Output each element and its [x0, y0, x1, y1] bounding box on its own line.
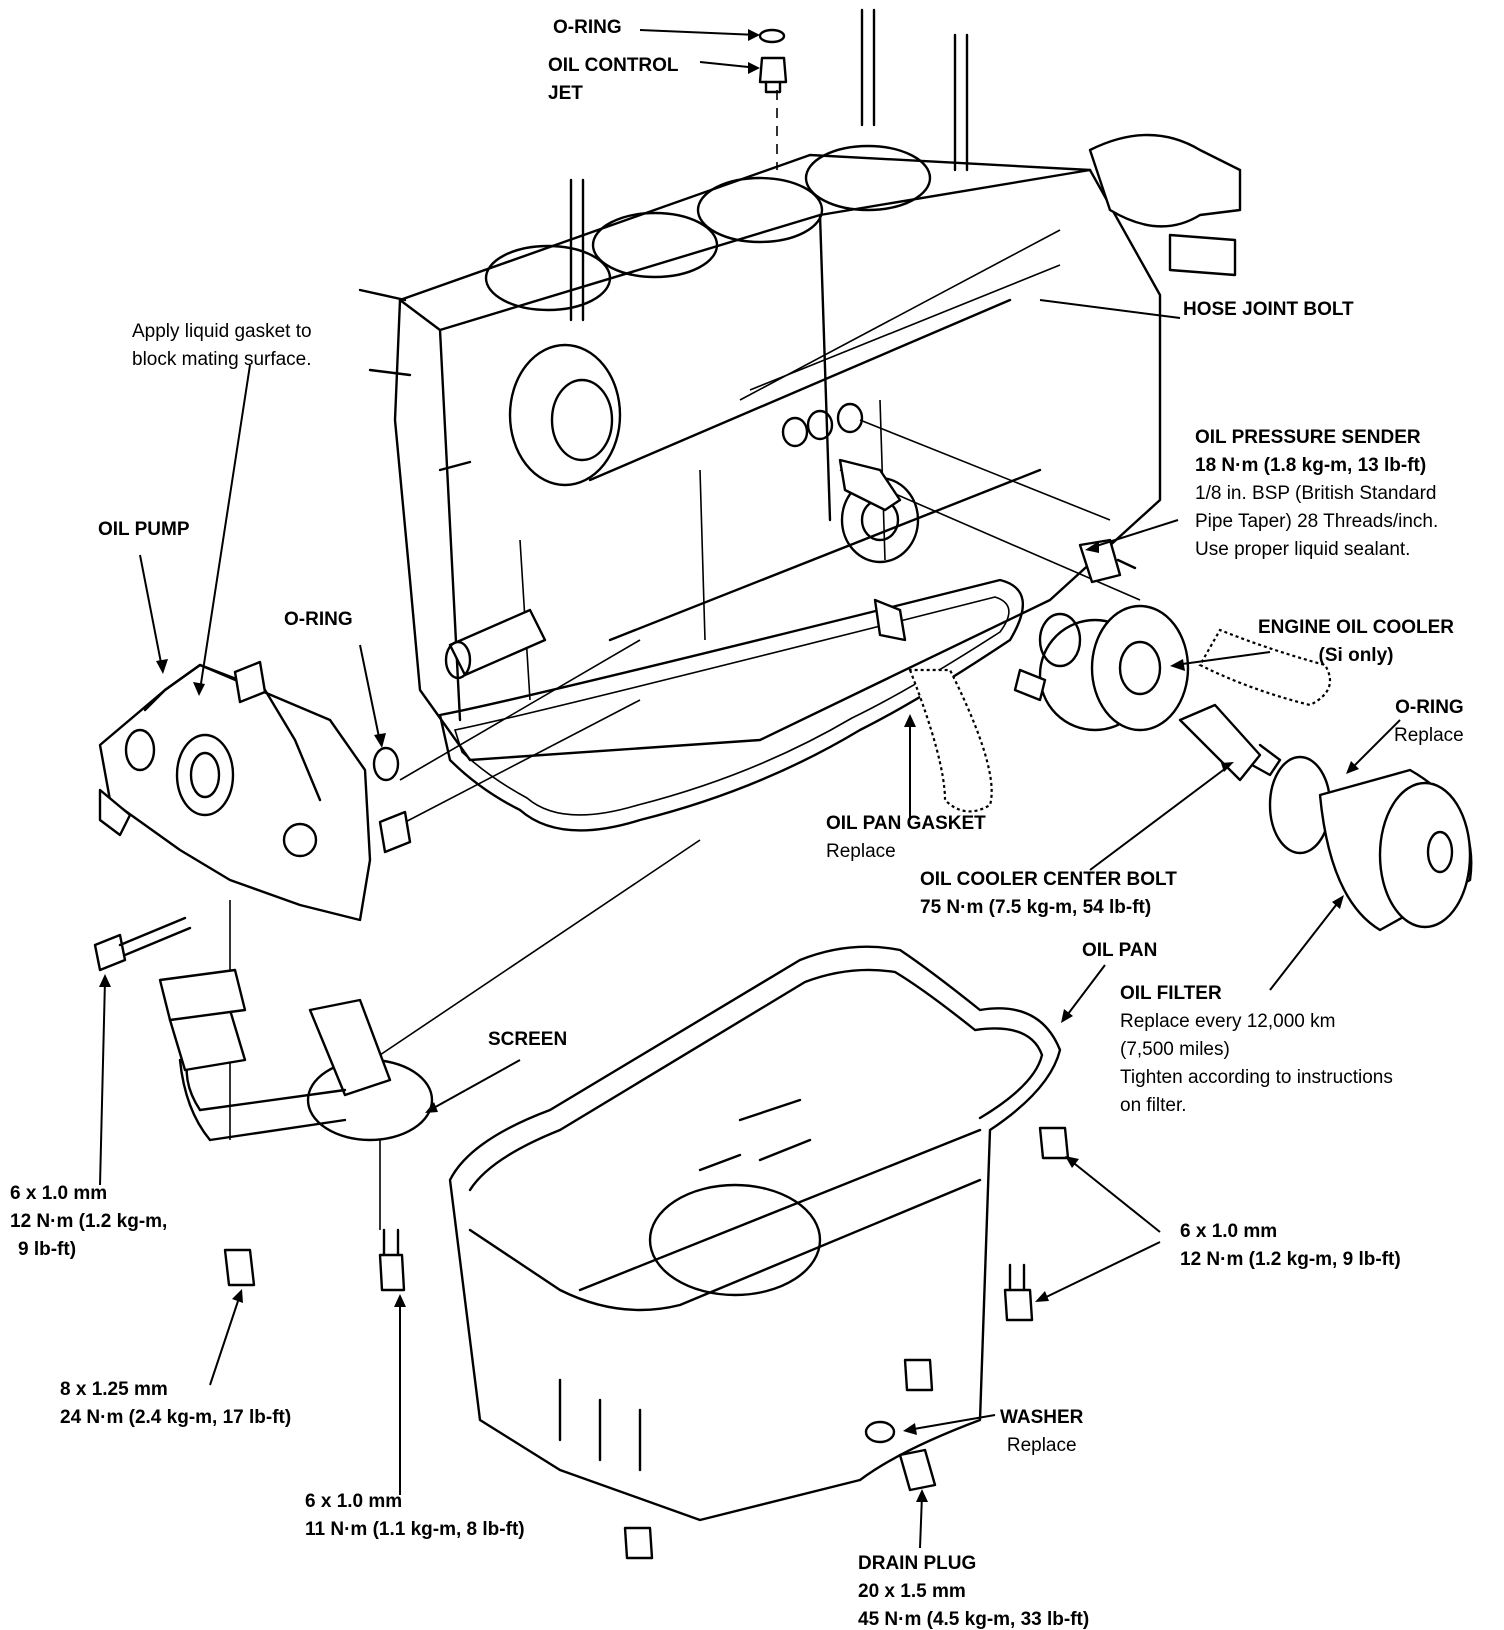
label-oil-filter-title: OIL FILTER: [1120, 983, 1222, 1004]
label-bolt-pan-right: 6 x 1.0 mm 12 N·m (1.2 kg-m, 9 lb-ft): [1180, 1218, 1401, 1274]
label-oil-pan: OIL PAN: [1082, 937, 1157, 965]
label-oil-pan-gasket-note: Replace: [826, 841, 896, 862]
label-oil-pan-title: OIL PAN: [1082, 940, 1158, 961]
label-oil-filter-note3: Tighten according to instructions: [1120, 1067, 1393, 1088]
label-oring-filter-note: Replace: [1394, 725, 1464, 746]
oil-strainer-shape: [158, 968, 434, 1142]
label-drain-plug-size: 20 x 1.5 mm: [858, 1581, 966, 1602]
label-screen-title: SCREEN: [488, 1029, 568, 1050]
dowel-pins: [233, 660, 412, 854]
label-washer-title: WASHER: [1000, 1407, 1084, 1428]
oil-control-jet-shape: [758, 56, 788, 94]
label-bolt-pump-left-size: 6 x 1.0 mm: [10, 1183, 108, 1204]
cooler-center-bolt-shape: [1178, 703, 1282, 782]
label-oil-pan-gasket-title: OIL PAN GASKET: [826, 813, 986, 834]
center-lines: [229, 90, 1141, 1230]
label-liquid-gasket-line1: Apply liquid gasket to: [132, 321, 312, 342]
label-bolt-pump-left-torque1: 12 N·m (1.2 kg-m,: [10, 1211, 168, 1232]
label-bolt-screen-torque: 11 N·m (1.1 kg-m, 8 lb-ft): [305, 1519, 525, 1540]
label-oil-cooler-center-bolt: OIL COOLER CENTER BOLT 75 N·m (7.5 kg-m,…: [920, 866, 1177, 922]
label-bolt-8mm-size: 8 x 1.25 mm: [60, 1379, 168, 1400]
label-oil-filter-notes: Replace every 12,000 km (7,500 miles) Ti…: [1120, 1008, 1393, 1120]
label-oring-filter-title: O-RING: [1395, 697, 1464, 718]
label-oil-pan-gasket: OIL PAN GASKET Replace: [826, 810, 986, 866]
label-bolt-pan-right-torque: 12 N·m (1.2 kg-m, 9 lb-ft): [1180, 1249, 1401, 1270]
label-engine-oil-cooler: ENGINE OIL COOLER (Si only): [1258, 614, 1454, 670]
label-oil-pressure-sender-torque: 18 N·m (1.8 kg-m, 13 lb-ft): [1195, 455, 1427, 476]
label-oil-pressure-sender-note2: Pipe Taper) 28 Threads/inch.: [1195, 511, 1439, 532]
label-bolt-pan-right-size: 6 x 1.0 mm: [1180, 1221, 1278, 1242]
oil-filter-shape: [1268, 755, 1473, 932]
label-oil-filter: OIL FILTER: [1120, 980, 1222, 1008]
label-oring-pump-title: O-RING: [284, 609, 353, 630]
cylinder-block: [358, 8, 1242, 762]
label-bolt-screen: 6 x 1.0 mm 11 N·m (1.1 kg-m, 8 lb-ft): [305, 1488, 525, 1544]
label-screen: SCREEN: [488, 1026, 567, 1054]
label-engine-oil-cooler-title: ENGINE OIL COOLER: [1258, 617, 1455, 638]
label-oil-filter-note1: Replace every 12,000 km: [1120, 1011, 1336, 1032]
label-oil-pump: OIL PUMP: [98, 516, 190, 544]
oil-pump: [98, 663, 372, 922]
label-oring-top-title: O-RING: [553, 17, 622, 38]
label-washer: WASHER Replace: [1000, 1404, 1083, 1460]
label-washer-note: Replace: [1006, 1435, 1077, 1456]
engine-oil-cooler-shape: [1013, 604, 1190, 732]
label-oil-cooler-center-bolt-torque: 75 N·m (7.5 kg-m, 54 lb-ft): [920, 897, 1152, 918]
label-bolt-8mm-torque: 24 N·m (2.4 kg-m, 17 lb-ft): [60, 1407, 292, 1428]
label-drain-plug-title: DRAIN PLUG: [858, 1553, 977, 1574]
label-engine-oil-cooler-note: (Si only): [1318, 645, 1394, 666]
oil-pressure-sender-shape: [1078, 538, 1137, 584]
label-drain-plug: DRAIN PLUG 20 x 1.5 mm 45 N·m (4.5 kg-m,…: [858, 1550, 1089, 1630]
label-oil-filter-note2: (7,500 miles): [1120, 1039, 1230, 1060]
label-oring-filter: O-RING Replace: [1394, 694, 1464, 750]
label-oil-control-jet-line2: JET: [548, 83, 583, 104]
label-oil-pressure-sender-note3: Use proper liquid sealant.: [1195, 539, 1411, 560]
label-oil-pressure-sender-note1: 1/8 in. BSP (British Standard: [1195, 483, 1437, 504]
label-bolt-screen-size: 6 x 1.0 mm: [305, 1491, 403, 1512]
label-oil-pressure-sender: OIL PRESSURE SENDER 18 N·m (1.8 kg-m, 13…: [1195, 424, 1438, 564]
label-hose-joint-bolt: HOSE JOINT BOLT: [1183, 296, 1354, 324]
label-oil-control-jet-line1: OIL CONTROL: [548, 55, 679, 76]
fasteners: [93, 916, 1070, 1560]
pump-oring-shape: [372, 746, 400, 782]
label-drain-plug-torque: 45 N·m (4.5 kg-m, 33 lb-ft): [858, 1609, 1090, 1630]
label-oring-pump: O-RING: [284, 606, 353, 634]
label-oil-pressure-sender-title: OIL PRESSURE SENDER: [1195, 427, 1421, 448]
oil-pan-gasket: [438, 578, 1024, 832]
label-bolt-8mm: 8 x 1.25 mm 24 N·m (2.4 kg-m, 17 lb-ft): [60, 1376, 291, 1432]
label-liquid-gasket-note: Apply liquid gasket to block mating surf…: [132, 318, 312, 374]
label-oil-control-jet: OIL CONTROL JET: [548, 52, 679, 108]
leader-lines: [99, 29, 1401, 1549]
label-oring-top: O-RING: [553, 14, 622, 42]
label-oil-cooler-center-bolt-title: OIL COOLER CENTER BOLT: [920, 869, 1177, 890]
label-bolt-pump-left: 6 x 1.0 mm 12 N·m (1.2 kg-m, 9 lb-ft): [10, 1180, 167, 1264]
top-oring-shape: [758, 28, 786, 44]
label-oil-pump-title: OIL PUMP: [98, 519, 190, 540]
label-liquid-gasket-line2: block mating surface.: [132, 349, 312, 370]
label-oil-filter-note4: on filter.: [1120, 1095, 1187, 1116]
hose-joint-assembly: [781, 402, 1332, 813]
label-hose-joint-bolt-title: HOSE JOINT BOLT: [1183, 299, 1354, 320]
label-bolt-pump-left-torque2: 9 lb-ft): [18, 1239, 77, 1260]
